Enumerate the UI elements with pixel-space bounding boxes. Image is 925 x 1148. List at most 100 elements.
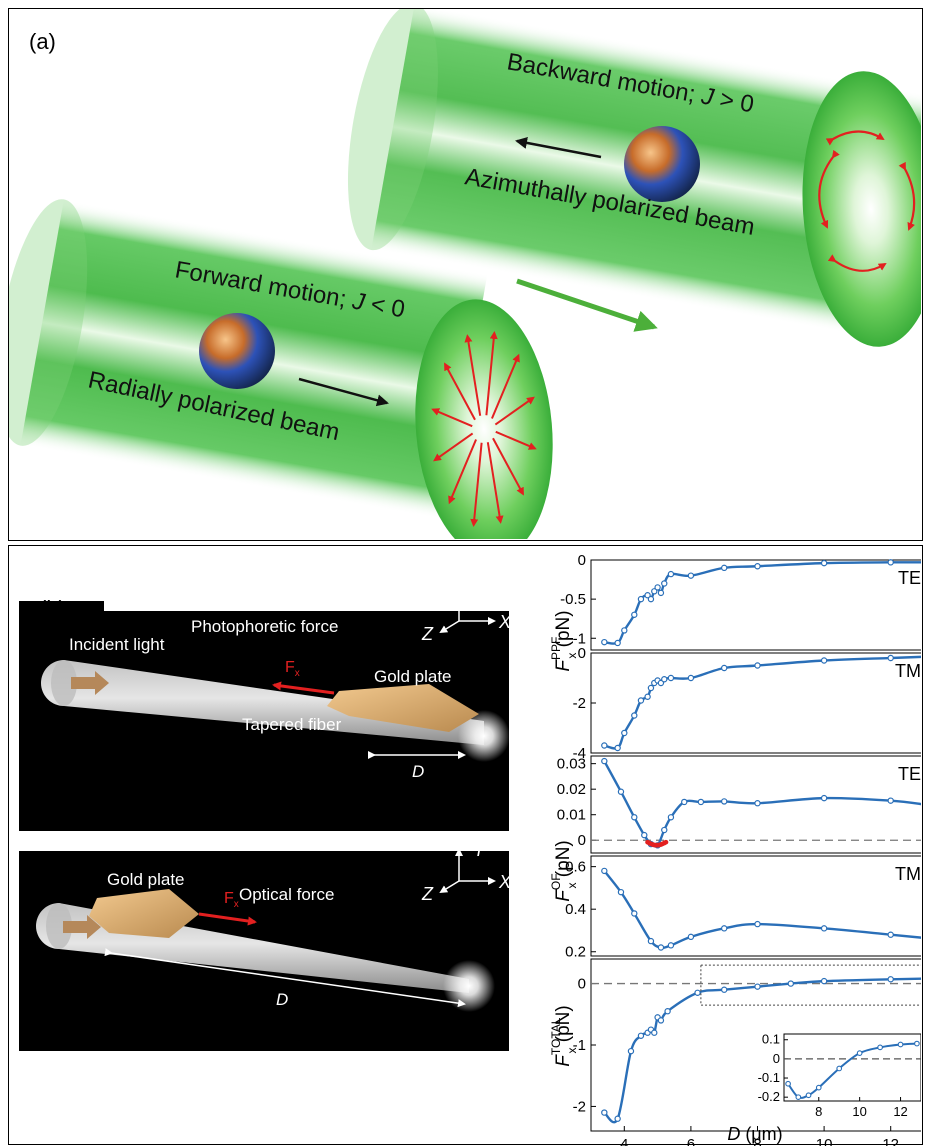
inset-x-tick-label: 8 (815, 1104, 822, 1119)
data-point (617, 888, 625, 896)
inset-data-point (856, 1050, 863, 1056)
svg-text:Y: Y (473, 840, 487, 860)
data-point (601, 867, 608, 875)
data-point (637, 697, 645, 704)
azimuthal-arrows (818, 130, 916, 272)
force-arrow-top (272, 681, 335, 695)
data-point (720, 564, 728, 572)
gold-plate-label-bottom: Gold plate (107, 870, 185, 889)
x-axis-label: D (μm) (727, 1124, 782, 1144)
data-point (787, 980, 794, 987)
plot-title: TE (898, 568, 921, 588)
data-point (631, 712, 638, 719)
data-point (887, 931, 894, 938)
front-beam: Forward motion; J < 0 Radially polarized… (9, 199, 553, 539)
svg-text:Z: Z (421, 884, 434, 904)
data-point (617, 788, 625, 795)
data-point (887, 797, 894, 804)
axes-icon-top (439, 588, 496, 634)
radial-arrows (431, 330, 537, 528)
svg-text:X: X (498, 612, 512, 632)
data-point (667, 570, 675, 578)
data-point (647, 937, 655, 945)
plot-4: 0.60.40.2TM (565, 855, 921, 961)
gold-plate-label-top: Gold plate (374, 667, 452, 686)
data-point (754, 662, 761, 669)
radial-arrow (486, 442, 504, 524)
plot-title: TM (895, 661, 921, 681)
data-point (697, 798, 705, 806)
data-point (637, 595, 645, 603)
optical-force-label: Optical force (239, 885, 334, 904)
data-point (637, 1032, 645, 1039)
plot-frame (590, 755, 921, 854)
plot-title: TE (898, 764, 921, 784)
optical-force-scene: Fx Gold plate Optical force D Y Z X (19, 840, 512, 1051)
radial-arrow (433, 432, 474, 462)
y-tick-label: 0.01 (557, 807, 586, 824)
svg-text:X: X (498, 872, 512, 892)
y-tick-label: -2 (573, 1098, 586, 1115)
y-tick-label: 0 (578, 976, 586, 993)
panel-a: (a) (8, 8, 923, 541)
data-point (621, 627, 628, 634)
data-point (720, 925, 728, 932)
svg-text:Y: Y (473, 580, 487, 600)
radial-arrow (492, 437, 524, 496)
data-point (754, 563, 761, 570)
data-point (651, 1029, 658, 1036)
data-point (631, 814, 638, 821)
radial-arrow (431, 408, 473, 428)
y-tick-label: 0.6 (565, 859, 586, 876)
radial-arrow (470, 442, 483, 528)
inset-data-point (785, 1080, 791, 1087)
y-tick-label: 0.2 (565, 944, 586, 961)
panel-label-a: (a) (29, 29, 56, 54)
data-point (687, 674, 695, 682)
data-point (657, 944, 665, 951)
inset-x-tick-label: 12 (893, 1104, 907, 1119)
y-tick-label: 0 (578, 552, 586, 569)
y-tick-label: -1 (573, 630, 586, 647)
inset-data-point (836, 1065, 843, 1072)
data-point (601, 638, 608, 646)
data-point (644, 592, 651, 599)
data-point (887, 654, 894, 662)
zoom-box (700, 964, 921, 1006)
radial-arrow (491, 353, 520, 419)
y-tick-label: -1 (573, 1037, 586, 1054)
photophoretic-label: Photophoretic force (191, 617, 338, 636)
y-tick-label: 0 (578, 645, 586, 662)
data-point (627, 1047, 635, 1055)
force-label-bottom: Fx (224, 890, 239, 910)
plot-frame (590, 559, 921, 651)
series-line (604, 561, 921, 645)
data-point (657, 589, 665, 597)
y-tick-label: 0 (578, 832, 586, 849)
data-point (687, 572, 695, 579)
svg-text:Z: Z (421, 624, 434, 644)
radial-arrow (444, 362, 476, 421)
y-tick-label: 0.03 (557, 756, 586, 773)
inset-y-tick-label: -0.2 (758, 1089, 780, 1104)
tapered-fiber-label: Tapered fiber (242, 715, 342, 734)
radial-arrow (495, 430, 537, 450)
inset-data-point (795, 1094, 802, 1101)
inset-data-point (877, 1044, 883, 1051)
front-particle (199, 313, 275, 389)
data-point (820, 657, 828, 664)
data-point (621, 729, 628, 737)
photophoretic-scene: Fx Incident light Photophoretic force Go… (19, 580, 512, 831)
inset-data-point (805, 1092, 812, 1099)
inset-x-tick-label: 10 (852, 1104, 866, 1119)
data-point (654, 584, 661, 591)
data-point (661, 826, 668, 834)
inset-data-point (914, 1040, 920, 1047)
y-tick-label: -4 (573, 745, 586, 762)
data-point (887, 976, 894, 983)
data-point (664, 1008, 671, 1015)
inset-data-point (815, 1084, 822, 1091)
